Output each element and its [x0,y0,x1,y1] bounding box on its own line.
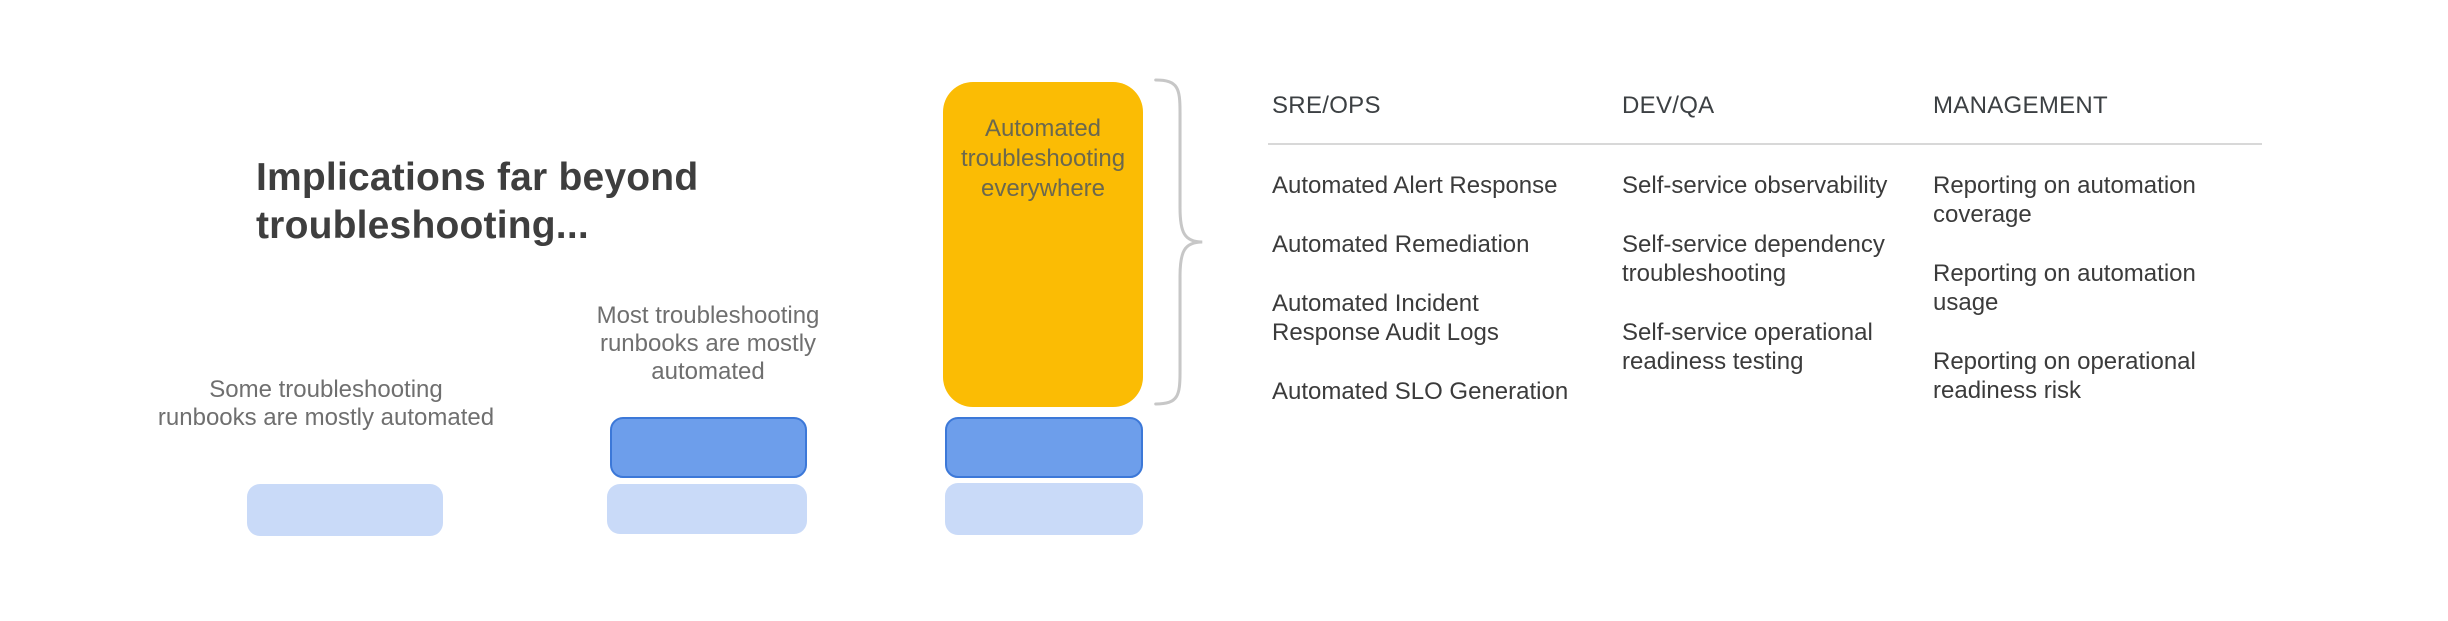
stage1-label: Some troubleshooting runbooks are mostly… [146,376,506,432]
table-header-divider [1268,143,2262,145]
stage2-medium-blue-block [610,417,807,478]
stage1-light-blue-block [247,484,443,536]
stage3-label: Automated troubleshooting everywhere [960,115,1126,202]
table-cell: Self-service observability [1622,172,1888,199]
table-cell: Reporting on operational readiness risk [1933,348,2196,404]
stage1-label-line2: runbooks are mostly automated [157,404,495,431]
stage2-light-blue-block [607,484,807,534]
curly-brace-icon [1150,78,1206,406]
stage3-medium-blue-block [945,417,1143,478]
table-cell: Reporting on automation usage [1933,260,2196,316]
table-cell: Automated Incident Response Audit Logs [1272,290,1499,346]
table-cell: Automated SLO Generation [1272,378,1569,405]
table-header-dev-qa: DEV/QA [1622,92,1715,119]
table-column-dev-qa: Self-service observability Self-service … [1622,171,1942,406]
table-header-management: MANAGEMENT [1933,92,2109,119]
table-column-sre-ops: Automated Alert Response Automated Remed… [1272,171,1587,436]
table-cell: Self-service operational readiness testi… [1622,319,1873,375]
table-cell: Automated Remediation [1272,231,1530,258]
stage3-light-blue-block [945,483,1143,535]
slide-title: Implications far beyond troubleshooting.… [256,156,699,248]
stage1-label-line1: Some troubleshooting [209,376,443,403]
table-cell: Automated Alert Response [1272,172,1558,199]
table-cell: Self-service dependency troubleshooting [1622,231,1885,287]
table-column-management: Reporting on automation coverage Reporti… [1933,171,2265,435]
table-header-sre-ops: SRE/OPS [1272,92,1381,119]
stage2-label: Most troubleshooting runbooks are mostly… [596,302,820,385]
stage3-yellow-block: Automated troubleshooting everywhere [943,82,1143,407]
table-cell: Reporting on automation coverage [1933,172,2196,228]
